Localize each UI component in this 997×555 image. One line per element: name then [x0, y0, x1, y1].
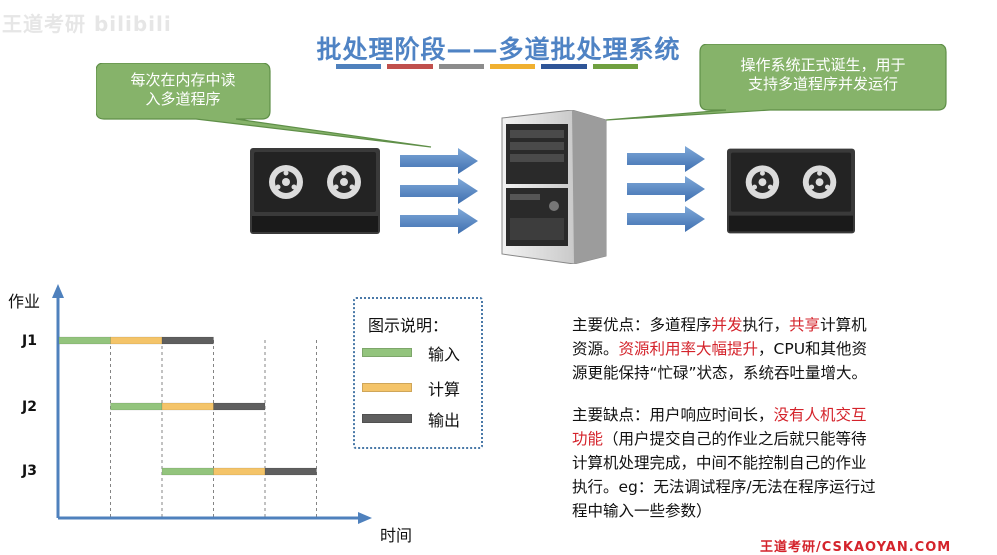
timeline-bar-compute [213, 467, 266, 476]
x-axis-label: 时间 [380, 526, 413, 545]
highlight-text: 资源利用率大幅提升 [618, 340, 759, 358]
title-underline-segment [592, 64, 638, 69]
highlight-text: 并发 [711, 316, 743, 334]
disadvantages-line: 程中输入一些参数） [572, 499, 992, 523]
note-text: （用户提交自己的作业之后就只能等待 [603, 430, 867, 448]
note-text: ，CPU和其他资 [758, 340, 868, 358]
timeline-bar-input [161, 467, 214, 476]
timeline-bar-compute [110, 336, 163, 345]
timeline-bar-input [58, 336, 111, 345]
note-text: 主要优点：多道程序 [572, 316, 712, 334]
highlight-text: 共享 [789, 316, 821, 334]
tape-drive-icon [250, 148, 380, 234]
highlight-text: 功能 [572, 430, 604, 448]
note-text: 程中输入一些参数） [572, 502, 712, 520]
note-text: 执行。eg：无法调试程序/无法在程序运行过 [572, 478, 876, 496]
note-text: 计算机 [820, 316, 867, 334]
y-axis-arrow [52, 284, 64, 298]
legend-label: 输入 [428, 345, 461, 364]
callout-left [96, 63, 432, 148]
timeline-bar-output [264, 467, 317, 476]
page-title: 批处理阶段——多道批处理系统 [316, 35, 681, 64]
tape-drive-icon [727, 148, 855, 234]
server-tower-icon [501, 110, 607, 264]
watermark: 王道考研 bilibili [2, 12, 172, 36]
advantages-text: 主要优点：多道程序并发执行，共享计算机资源。资源利用率大幅提升，CPU和其他资源… [572, 313, 992, 385]
title-underline-segment [387, 64, 433, 69]
timeline-bar-output [213, 402, 266, 411]
job-timeline-chart [52, 284, 372, 524]
callout-left-line: 每次在内存中读 [130, 71, 236, 89]
legend-label: 输出 [428, 411, 461, 430]
disadvantages-line: 主要缺点：用户响应时间长，没有人机交互 [572, 403, 992, 427]
note-text: 资源。 [572, 340, 619, 358]
arrow-right-icon [627, 146, 705, 232]
disadvantages-line: 执行。eg：无法调试程序/无法在程序运行过 [572, 475, 992, 499]
disadvantages-text: 主要缺点：用户响应时间长，没有人机交互功能（用户提交自己的作业之后就只能等待计算… [572, 403, 992, 523]
advantages-line: 主要优点：多道程序并发执行，共享计算机 [572, 313, 992, 337]
timeline-bar-input [110, 402, 163, 411]
legend-title: 图示说明： [368, 316, 449, 335]
title-underline [336, 64, 638, 70]
x-axis-arrow [358, 512, 372, 524]
advantages-line: 源更能保持“忙碌”状态，系统吞吐量增大。 [572, 361, 992, 385]
legend-swatch-output [362, 414, 412, 423]
callout-right [605, 44, 947, 121]
job-label: J3 [22, 463, 37, 479]
note-text: 计算机处理完成，中间不能控制自己的作业 [572, 454, 867, 472]
title-underline-segment [438, 64, 484, 69]
callout-right-line: 支持多道程序并发运行 [747, 75, 898, 93]
note-text: 执行， [742, 316, 790, 334]
title-underline-segment [541, 64, 587, 69]
job-label: J1 [22, 333, 37, 349]
legend-swatch-input [362, 348, 412, 357]
legend-label: 计算 [428, 380, 461, 399]
advantages-line: 资源。资源利用率大幅提升，CPU和其他资 [572, 337, 992, 361]
callout-right-line: 操作系统正式诞生，用于 [740, 56, 906, 74]
y-axis-label: 作业 [8, 292, 41, 311]
note-text: 主要缺点：用户响应时间长， [572, 406, 774, 424]
legend-box [353, 297, 483, 449]
job-label: J2 [22, 399, 37, 415]
timeline-bar-output [161, 336, 214, 345]
highlight-text: 没有人机交互 [773, 406, 867, 424]
arrow-right-icon [400, 148, 478, 234]
title-underline-segment [489, 64, 536, 69]
callout-left-line: 入多道程序 [145, 90, 221, 108]
disadvantages-line: 功能（用户提交自己的作业之后就只能等待 [572, 427, 992, 451]
timeline-bar-compute [161, 402, 214, 411]
disadvantages-line: 计算机处理完成，中间不能控制自己的作业 [572, 451, 992, 475]
legend-swatch-compute [362, 383, 412, 392]
callout-left-text: 每次在内存中读 入多道程序 [100, 71, 266, 109]
callout-right-text: 操作系统正式诞生，用于 支持多道程序并发运行 [703, 56, 943, 94]
title-underline-segment [336, 64, 382, 69]
note-text: 源更能保持“忙碌”状态，系统吞吐量增大。 [572, 364, 868, 382]
